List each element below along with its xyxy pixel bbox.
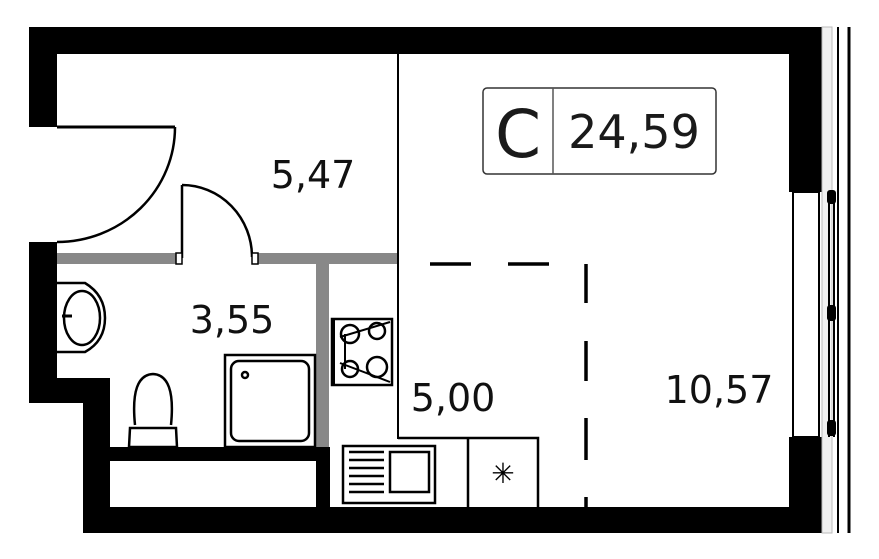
partitions <box>57 54 540 507</box>
sink-icon <box>341 444 437 505</box>
apartment-type: C <box>495 96 541 173</box>
room-area-hallway: 5,47 <box>271 153 356 197</box>
apartment-badge: C 24,59 <box>482 87 717 175</box>
toilet-icon <box>127 372 179 449</box>
fridge-icon: ✳ <box>491 457 514 490</box>
bathroom-door[interactable] <box>175 183 259 265</box>
room-area-living: 10,57 <box>665 368 774 412</box>
total-area: 24,59 <box>568 105 700 159</box>
washbasin-icon <box>57 281 107 354</box>
stove-icon <box>330 317 394 387</box>
room-area-kitchen: 5,00 <box>411 376 496 420</box>
exterior-walls <box>29 27 822 533</box>
entrance-door[interactable] <box>56 125 177 244</box>
window <box>792 190 836 438</box>
facade <box>821 26 851 534</box>
room-area-bathroom: 3,55 <box>190 298 275 342</box>
zone-divider <box>430 262 588 507</box>
shower-tray-icon <box>223 353 317 449</box>
